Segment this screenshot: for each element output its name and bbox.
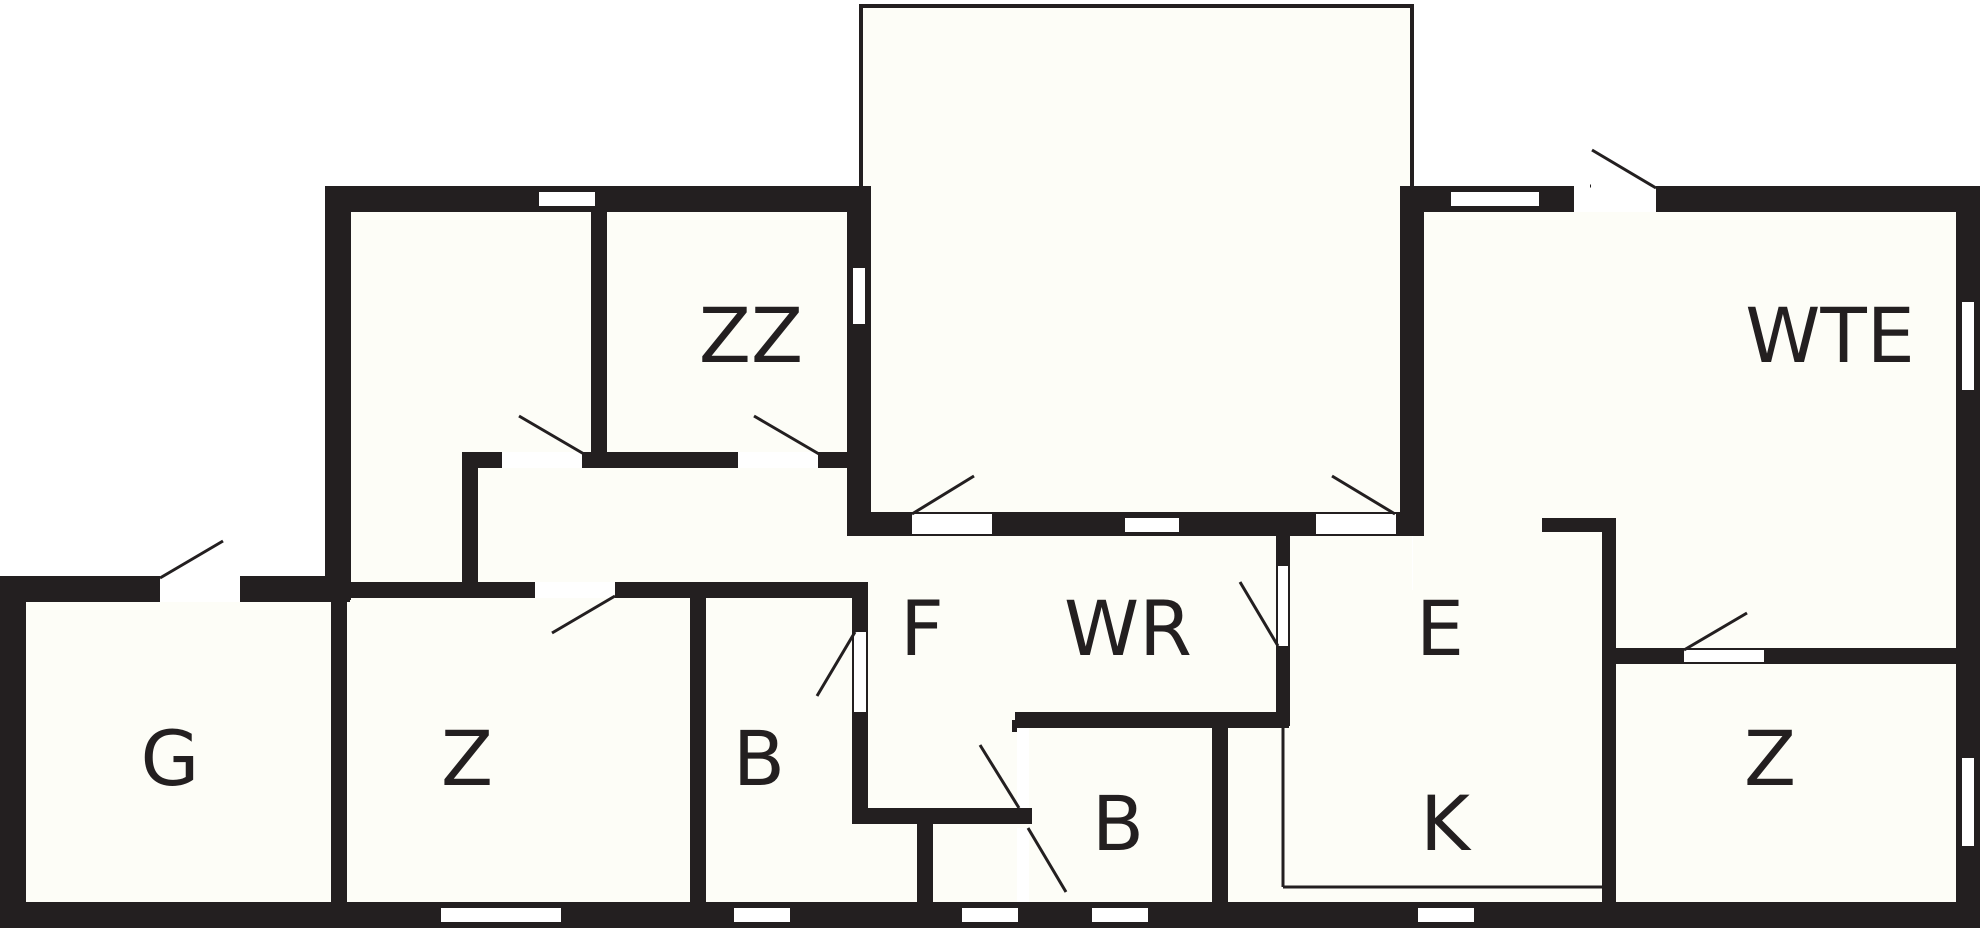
room-label-z-right: Z [1744, 714, 1796, 803]
floor-areas [0, 4, 1980, 910]
room-labels: ZZ WTE F WR E G Z B B K Z [141, 291, 1915, 868]
k-counter-outline [1281, 726, 1602, 889]
room-label-b-left: B [733, 714, 785, 803]
room-label-e: E [1416, 584, 1464, 673]
room-label-b-mid: B [1092, 779, 1144, 868]
room-label-wr: WR [1064, 584, 1192, 673]
openings [160, 186, 1974, 922]
room-label-f: F [900, 584, 944, 673]
room-label-zz: ZZ [699, 291, 803, 380]
door-leaves [159, 148, 1748, 893]
room-label-wte: WTE [1745, 291, 1915, 380]
room-label-k: K [1420, 779, 1472, 868]
room-label-z-left: Z [441, 714, 493, 803]
room-label-g: G [141, 714, 200, 803]
top-room-outline [859, 4, 1414, 190]
